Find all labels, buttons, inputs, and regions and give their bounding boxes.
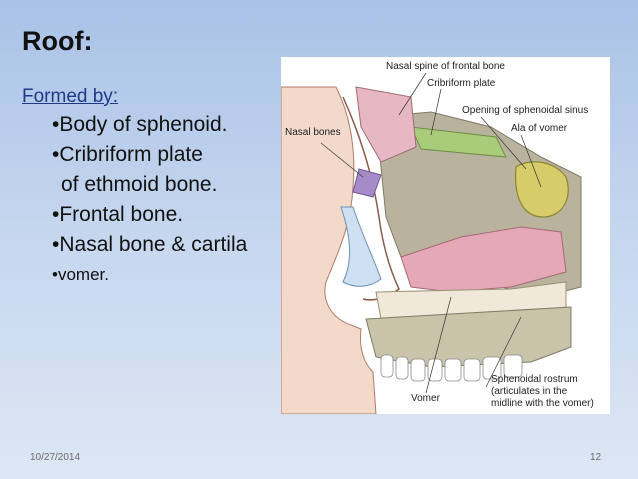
label-sphenoidal-sinus: Opening of sphenoidal sinus xyxy=(462,105,588,116)
bullet-item: •vomer. xyxy=(52,260,292,290)
label-nasal-spine: Nasal spine of frontal bone xyxy=(386,61,505,72)
bullet-list: •Body of sphenoid. •Cribriform plate of … xyxy=(52,110,292,290)
bullet-item: •Cribriform plate of ethmoid bone. xyxy=(52,140,292,200)
vomer-region xyxy=(400,226,567,293)
label-nasal-bones: Nasal bones xyxy=(285,127,341,138)
bullet-item: •Nasal bone & cartila xyxy=(52,230,292,260)
label-rostrum-note-2: midline with the vomer) xyxy=(491,398,594,409)
bullet-text: •Cribriform plate xyxy=(52,143,203,166)
bullet-item: •Body of sphenoid. xyxy=(52,110,292,140)
label-leaders xyxy=(320,72,542,394)
slide-title: Roof: xyxy=(22,26,93,56)
nasal-cavity-illustration: Nasal spine of frontal bone Cribriform p… xyxy=(281,61,594,414)
bullet-text-continued: of ethmoid bone. xyxy=(61,173,218,196)
bullet-text: •Nasal bone & cartila xyxy=(52,233,248,256)
footer-page-number: 12 xyxy=(590,452,602,463)
label-ala-of-vomer: Ala of vomer xyxy=(511,123,568,134)
label-sphenoidal-rostrum: Sphenoidal rostrum xyxy=(491,374,578,385)
label-vomer: Vomer xyxy=(411,393,441,404)
maxilla xyxy=(365,306,572,368)
footer-date: 10/27/2014 xyxy=(30,452,81,463)
label-cribriform-plate: Cribriform plate xyxy=(427,78,496,89)
teeth xyxy=(380,354,523,382)
bullet-text: •Frontal bone. xyxy=(52,203,184,226)
frontal-bone xyxy=(355,86,417,163)
nasal-cartilage xyxy=(340,206,382,287)
label-rostrum-note-1: (articulates in the xyxy=(491,386,568,397)
face-skin xyxy=(281,86,377,414)
nasal-bone xyxy=(352,168,382,198)
bullet-item: •Frontal bone. xyxy=(52,200,292,230)
bullet-text: •Body of sphenoid. xyxy=(52,113,228,136)
anatomy-figure: Nasal spine of frontal bone Cribriform p… xyxy=(281,57,610,414)
slide-subtitle: Formed by: xyxy=(22,86,119,107)
bullet-text: •vomer. xyxy=(52,265,109,284)
cribriform-plate xyxy=(410,126,507,158)
sphenoid-body xyxy=(514,161,569,218)
